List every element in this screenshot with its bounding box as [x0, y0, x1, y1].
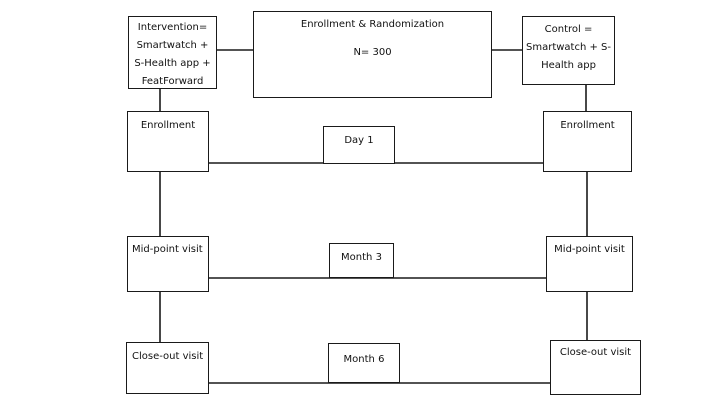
intervention-line-2: Smartwatch + — [136, 40, 209, 51]
day1-box: Day 1 — [323, 126, 395, 164]
control-box: Control = Smartwatch + S- Health app — [522, 16, 615, 85]
midpoint-right-box: Mid-point visit — [546, 236, 633, 292]
enrollment-right-label: Enrollment — [560, 120, 615, 131]
midpoint-left-label: Mid-point visit — [132, 244, 203, 255]
intervention-box: Intervention= Smartwatch + S-Health app … — [128, 16, 217, 89]
closeout-right-label: Close-out visit — [559, 347, 632, 358]
month6-box: Month 6 — [328, 343, 400, 383]
closeout-right-box: Close-out visit — [550, 340, 641, 395]
control-line-2: Smartwatch + S- — [525, 42, 611, 53]
control-line-3: Health app — [541, 60, 596, 71]
control-line-1: Control = — [544, 24, 593, 35]
intervention-line-4: FeatForward — [141, 76, 204, 87]
midpoint-left-box: Mid-point visit — [127, 236, 209, 292]
intervention-line-1: Intervention= — [137, 22, 208, 33]
enrollment-randomization-box: Enrollment & Randomization N= 300 — [253, 11, 492, 98]
enrollment-right-box: Enrollment — [543, 111, 632, 172]
day1-label: Day 1 — [344, 135, 374, 146]
enrollment-left-box: Enrollment — [127, 111, 209, 172]
month3-label: Month 3 — [341, 252, 382, 263]
intervention-line-3: S-Health app + — [134, 58, 211, 69]
month6-label: Month 6 — [343, 354, 385, 365]
closeout-left-box: Close-out visit — [126, 342, 209, 394]
sample-size: N= 300 — [353, 47, 392, 58]
enrollment-left-label: Enrollment — [140, 120, 196, 131]
closeout-left-label: Close-out visit — [132, 351, 204, 362]
month3-box: Month 3 — [329, 243, 394, 278]
midpoint-right-label: Mid-point visit — [554, 244, 625, 255]
enrollment-randomization-title: Enrollment & Randomization — [300, 19, 445, 30]
